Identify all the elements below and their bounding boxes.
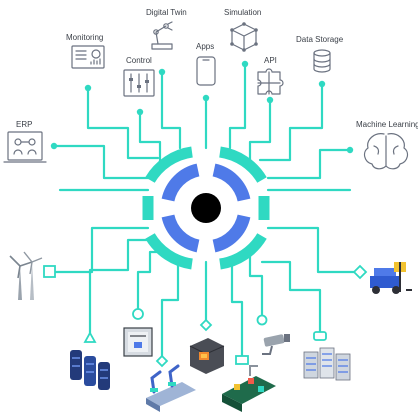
label-data-storage: Data Storage (296, 35, 344, 44)
hub-inner-ring-segment (161, 163, 200, 202)
terminal-diamond (199, 318, 213, 332)
forklift-icon (370, 262, 412, 294)
connector-erp (52, 144, 152, 180)
terminal-dot (158, 68, 166, 76)
node-apps: Apps (196, 42, 216, 86)
connector-simulation (228, 62, 247, 150)
puzzle-pieces-icon (257, 68, 284, 95)
factory-production-line-icon (222, 365, 276, 412)
hub-outer-ring-segment (219, 233, 267, 270)
connector-right-low (266, 226, 360, 274)
connector-control (138, 110, 162, 164)
terminal-dot (136, 108, 144, 116)
mobile-phone-icon (196, 56, 216, 86)
org-chart-monitor-icon (3, 131, 47, 163)
hub-outer-ring-segment (219, 146, 267, 183)
connector-factory (230, 260, 244, 360)
database-icon (313, 49, 331, 73)
connector-terminals (43, 60, 368, 368)
connector-left-low (48, 226, 150, 274)
wind-turbine-icon (9, 251, 43, 300)
node-digital-twin: Digital Twin (146, 8, 187, 50)
terminal-circle (132, 308, 144, 320)
terminal-dot (318, 80, 326, 88)
node-machine-learning: Machine Learning (356, 120, 418, 170)
node-control: Control (123, 56, 155, 97)
hub-outer-ring-segment (145, 233, 193, 270)
terminal-dot (266, 96, 274, 104)
terminal-triangle (83, 331, 97, 343)
robot-arm-icon (151, 21, 173, 50)
connector-camera (248, 252, 264, 320)
security-camera-icon (262, 334, 290, 355)
hub-inner-ring-segment (161, 214, 200, 253)
conveyor-robot-arms-icon (146, 364, 196, 412)
connector-digital-twin (160, 70, 182, 150)
connector-data-storage (258, 82, 324, 162)
node-api: API (257, 56, 284, 95)
label-apps: Apps (196, 42, 214, 51)
connector-monitoring (86, 86, 160, 160)
connector-api (248, 98, 272, 164)
central-hub (142, 146, 270, 270)
connector-machine-learning (266, 148, 352, 180)
connector-servers-right (260, 260, 322, 336)
terminal-square (43, 265, 56, 278)
terminal-dot (50, 142, 58, 150)
terminal-dot (202, 94, 210, 102)
label-digital-twin: Digital Twin (146, 8, 187, 17)
3d-printer-icon (123, 327, 153, 357)
label-simulation: Simulation (224, 8, 261, 17)
terminal-hexagon (352, 264, 368, 280)
hub-core (191, 193, 221, 223)
cube-network-icon (230, 22, 258, 52)
sliders-control-icon (123, 69, 155, 97)
terminal-dot (241, 60, 249, 68)
node-monitoring: Monitoring (66, 33, 105, 69)
brain-icon (363, 133, 409, 170)
node-erp: ERP (3, 120, 47, 163)
node-simulation: Simulation (224, 8, 261, 52)
node-data-storage: Data Storage (296, 35, 344, 73)
terminal-dot (346, 146, 354, 154)
label-machine-learning: Machine Learning (356, 120, 418, 129)
server-stack-icon (303, 347, 351, 381)
connector-conveyor (160, 260, 180, 362)
label-api: API (264, 56, 277, 65)
connector-lines (48, 62, 360, 362)
terminal-rect (235, 355, 249, 365)
connector-printer (136, 250, 172, 314)
terminal-pill (313, 331, 327, 341)
industrial-machine-icon (189, 338, 225, 374)
terminal-circle (256, 314, 268, 326)
label-monitoring: Monitoring (66, 33, 103, 42)
label-control: Control (126, 56, 152, 65)
terminal-diamond (155, 354, 169, 368)
terminal-dot (84, 84, 92, 92)
hub-inner-ring-segment (212, 214, 251, 253)
connector-servers-left (88, 238, 158, 340)
dashboard-monitor-icon (71, 45, 105, 69)
server-rack-icon (70, 350, 110, 390)
hub-outer-ring-segment (145, 146, 193, 183)
label-erp: ERP (16, 120, 32, 129)
hub-inner-ring-segment (212, 163, 251, 202)
